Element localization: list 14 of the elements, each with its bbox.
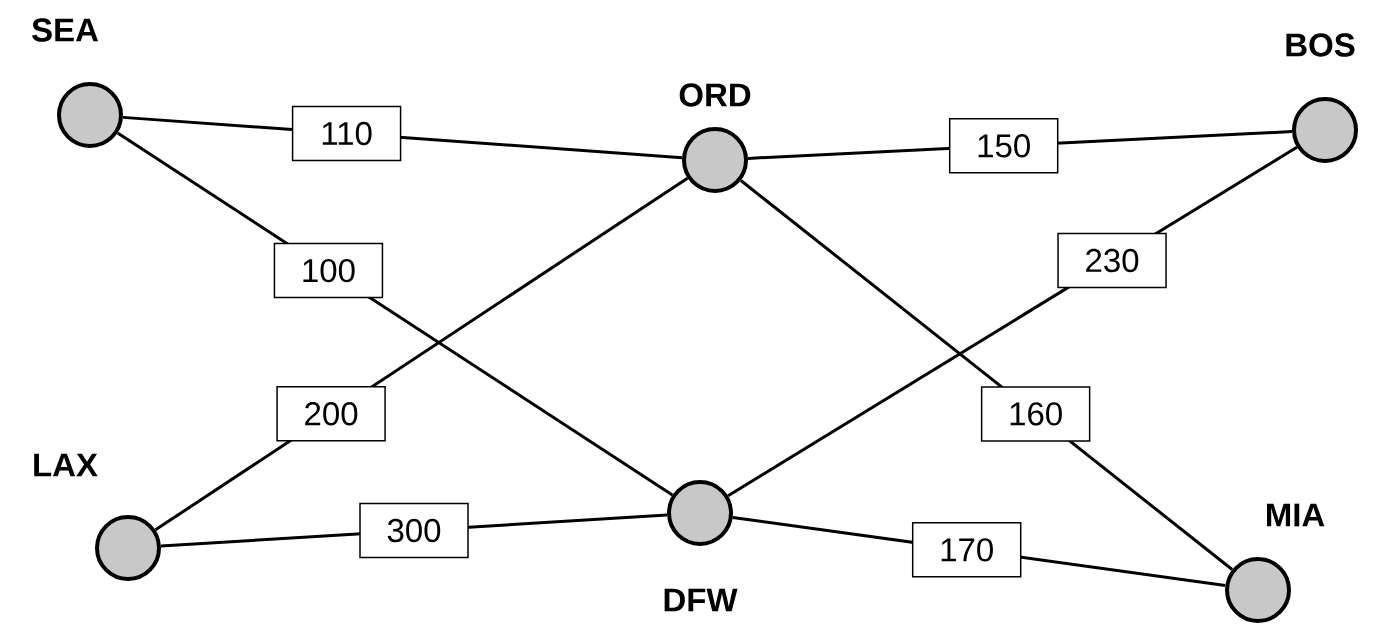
weight-box: 100 bbox=[273, 242, 384, 299]
node-label: ORD bbox=[679, 83, 751, 107]
weight-box: 170 bbox=[911, 522, 1022, 578]
node-label: BOS bbox=[1286, 33, 1355, 57]
weight-box: 200 bbox=[276, 386, 386, 442]
node-label: DFW bbox=[664, 588, 738, 612]
weight-box: 110 bbox=[291, 105, 402, 162]
weight-box: 150 bbox=[948, 118, 1059, 174]
weight-box: 160 bbox=[980, 386, 1091, 442]
node-label: SEA bbox=[32, 18, 99, 42]
weight-box: 230 bbox=[1057, 232, 1167, 289]
node-label: LAX bbox=[34, 453, 98, 477]
node-label: MIA bbox=[1267, 503, 1325, 527]
weight-box: 300 bbox=[359, 502, 469, 559]
